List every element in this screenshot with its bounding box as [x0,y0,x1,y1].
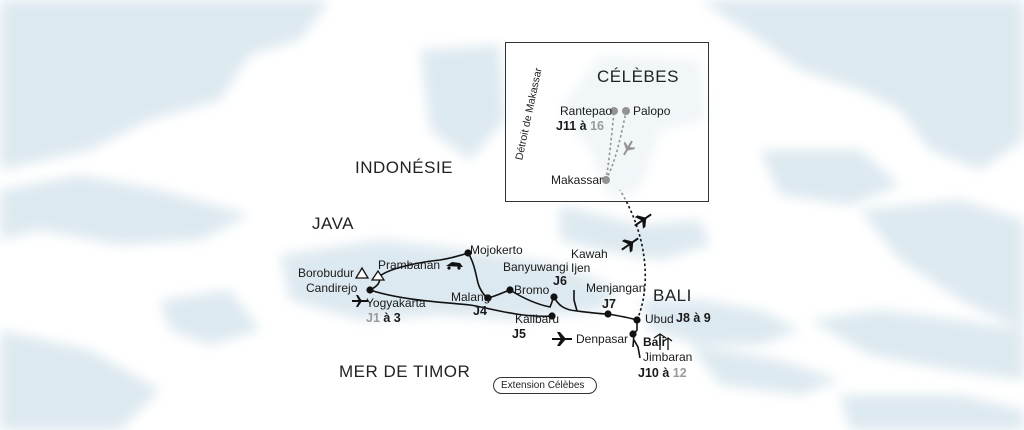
temple-icon [354,266,386,281]
day-j10-end: 12 [672,366,687,380]
day-j1: J1 à 3 [366,311,401,325]
day-j11: J11 à 16 [556,119,604,133]
vehicle-icon [446,262,463,270]
day-j11-end: 16 [590,119,604,133]
label-jimbaran: Jimbaran [643,350,693,364]
resort-icon [653,333,673,350]
label-bali: BALI [653,286,692,305]
day-j7: J7 [602,297,616,311]
day-j4: J4 [473,304,487,318]
label-kawah-ijen-text: Kawah Ijen [571,247,608,275]
label-prambanan: Prambanan [378,258,441,272]
label-malang: Malang [451,290,491,304]
day-j11-start: J11 à [556,119,591,133]
day-j1-start: J1 [366,311,380,325]
label-borobudur: Borobudur [298,266,355,280]
label-ubud: Ubud [645,312,674,326]
label-bali-town: Bali [643,335,666,349]
day-j8: J8 à 9 [676,311,711,325]
label-menjangan: Menjangan [586,281,646,295]
day-j1-end: à 3 [379,311,401,325]
label-timor-sea: MER DE TIMOR [339,362,471,381]
label-java: JAVA [312,214,354,233]
legend: Extension Célèbes [493,377,597,394]
day-j10: J10 à 12 [638,366,687,380]
main-route [369,252,641,359]
label-kawah-ijen: Kawah Ijen [571,247,608,275]
label-yogyakarta: Yogyakarta [366,296,426,310]
label-indonesia: INDONÉSIE [355,158,454,177]
day-j5: J5 [512,327,526,341]
label-mojokerto: Mojokerto [470,243,523,257]
label-banyuwangi: Banyuwangi [503,260,569,274]
label-kalibaru: Kalibaru [515,312,560,326]
day-j6: J6 [553,274,567,288]
day-j10-start: J10 à [638,366,673,380]
celebes-inset [505,42,709,202]
label-palopo: Palopo [633,104,671,118]
label-denpasar: Denpasar [576,332,629,346]
label-celebes: CÉLÈBES [597,67,679,86]
label-bromo: Bromo [514,283,550,297]
label-makassar: Makassar [551,173,604,187]
legend-label: Extension Célèbes [501,380,585,391]
label-candirejo: Candirejo [306,281,358,295]
label-rantepao: Rantepao [560,104,613,118]
